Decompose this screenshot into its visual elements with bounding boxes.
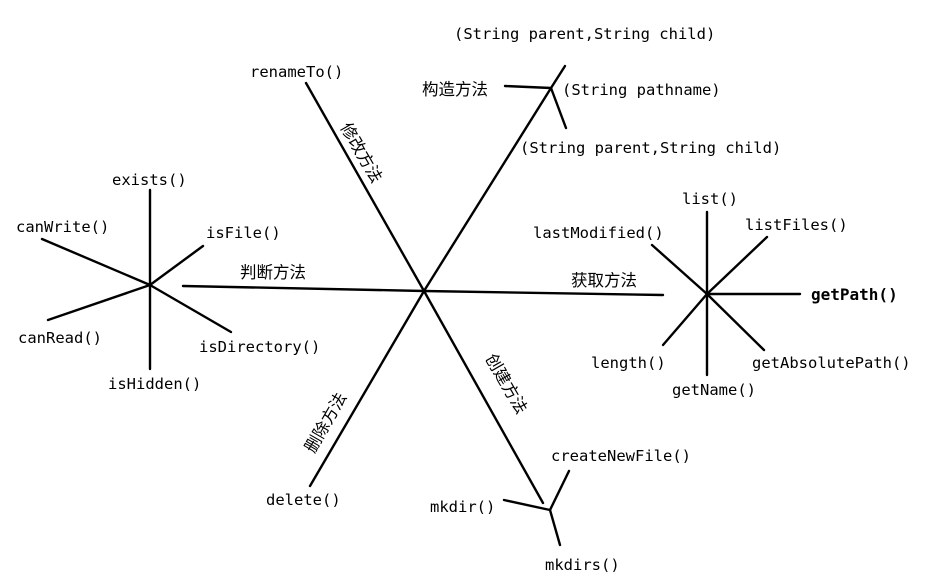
category-label-delete: 删除方法 xyxy=(301,389,350,456)
method-getName: getName() xyxy=(672,381,756,399)
branch-line-construct xyxy=(422,86,553,293)
constructor-parent-child-bottom: (String parent,String child) xyxy=(520,139,781,157)
category-label-judge: 判断方法 xyxy=(240,263,306,282)
method-length: length() xyxy=(591,354,666,372)
judge-star xyxy=(40,188,233,371)
branch-line-delete xyxy=(308,289,426,488)
construct-fork xyxy=(503,64,568,130)
branch-line-modify xyxy=(304,81,426,293)
category-label-obtain: 获取方法 xyxy=(571,271,637,290)
method-renameTo: renameTo() xyxy=(250,63,343,81)
branch-line-create xyxy=(422,289,545,505)
method-createNewFile: createNewFile() xyxy=(551,447,691,465)
method-listFiles: listFiles() xyxy=(745,216,848,234)
method-canWrite: canWrite() xyxy=(16,218,109,236)
branch-line-judge xyxy=(181,284,426,293)
branch-line-obtain xyxy=(422,289,665,297)
method-mkdirs: mkdirs() xyxy=(545,556,620,574)
method-isFile: isFile() xyxy=(206,224,281,242)
method-mkdir: mkdir() xyxy=(430,498,495,516)
constructor-pathname: (String pathname) xyxy=(562,81,721,99)
method-canRead: canRead() xyxy=(18,329,102,347)
method-getAbsolutePath: getAbsolutePath() xyxy=(752,354,911,372)
category-label-modify: 修改方法 xyxy=(337,120,386,187)
method-isHidden: isHidden() xyxy=(108,375,201,393)
method-getPath: getPath() xyxy=(811,285,898,304)
method-delete: delete() xyxy=(266,491,341,509)
method-list: list() xyxy=(682,190,738,208)
method-isDirectory: isDirectory() xyxy=(199,338,320,356)
category-label-construct: 构造方法 xyxy=(422,80,488,99)
obtain-star xyxy=(650,210,802,377)
constructor-parent-child-top: (String parent,String child) xyxy=(454,25,715,43)
method-lastModified: lastModified() xyxy=(533,224,664,242)
create-fork xyxy=(502,469,571,547)
method-exists: exists() xyxy=(112,171,187,189)
